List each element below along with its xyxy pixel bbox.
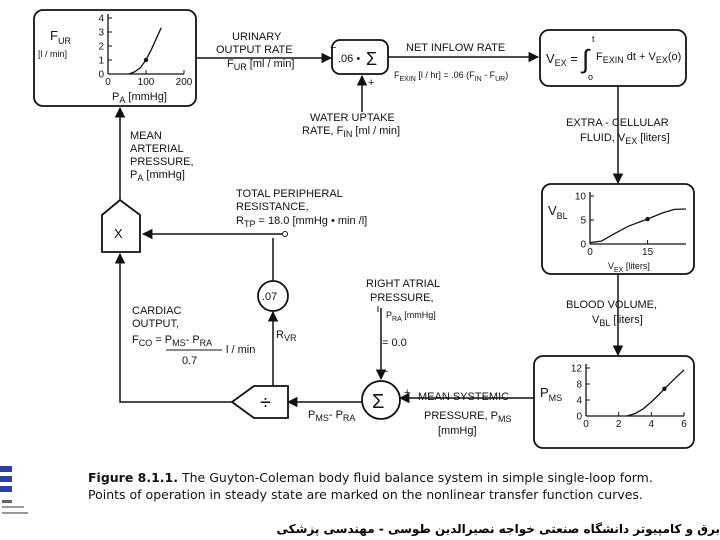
summer-pressure-minus: − xyxy=(382,366,388,378)
y-tick-label: 2 xyxy=(98,42,104,53)
map-label-2: ARTERIAL xyxy=(130,143,184,155)
map-label-4: PA [mmHg] xyxy=(130,169,185,183)
figure-caption: Figure 8.1.1. The Guyton-Coleman body fl… xyxy=(88,469,658,503)
operating-point xyxy=(662,386,667,391)
summer-plus: + xyxy=(368,77,374,89)
y-tick-label: 10 xyxy=(575,192,587,203)
integral-upper: t xyxy=(592,34,595,44)
multiplier-symbol: X xyxy=(114,226,123,241)
university-logo xyxy=(0,466,28,514)
rvr-label: RVR xyxy=(276,329,297,343)
transfer-curve xyxy=(128,27,162,75)
co-units: l / min xyxy=(226,344,255,356)
x-tick-label: 2 xyxy=(616,419,622,430)
y-tick-label: 0 xyxy=(98,70,104,81)
y-tick-label: 1 xyxy=(98,56,104,67)
ecf-label-2: FLUID, VEX [liters] xyxy=(580,132,670,146)
pms-pra-label: PMS- PRA xyxy=(308,409,355,423)
map-label-1: MEAN xyxy=(130,130,162,142)
integral-lower: o xyxy=(588,72,593,82)
multiplier-block xyxy=(101,198,141,253)
x-tick-label: 6 xyxy=(681,419,687,430)
tpr-label-3: RTP = 18.0 [mmHg • min /l] xyxy=(236,215,367,229)
y-tick-label: 0 xyxy=(576,412,582,423)
vbl-xunit: VEX [liters] xyxy=(608,261,650,274)
cardiac-output-arrow xyxy=(114,252,232,403)
x-tick-label: 200 xyxy=(176,77,193,88)
vbl-chart: 0 15 0 5 10 xyxy=(575,192,687,258)
rap-value: = 0.0 xyxy=(382,337,407,349)
x-tick-label: 0 xyxy=(587,247,593,258)
footer-banner: برق و کامپیوتر دانشگاه صنعتی خواجه نصیرا… xyxy=(276,522,720,536)
transfer-curve xyxy=(626,369,685,417)
tpr-label-1: TOTAL PERIPHERAL xyxy=(236,188,343,200)
fur-xunit: PA [mmHg] xyxy=(112,91,167,105)
x-tick-label: 0 xyxy=(105,77,111,88)
divider-block xyxy=(230,385,289,419)
y-tick-label: 12 xyxy=(571,364,583,375)
figure-label: Figure 8.1.1. xyxy=(88,470,179,485)
pms-chart: 0 2 4 6 0 4 8 12 xyxy=(571,364,687,431)
vbl-block xyxy=(541,183,695,275)
net-inflow-label: NET INFLOW RATE xyxy=(406,42,505,54)
x-tick-label: 0 xyxy=(583,419,589,430)
x-tick-label: 15 xyxy=(642,247,654,258)
summer-gain: .06 • xyxy=(338,53,360,65)
mean-systemic-label-2: PRESSURE, PMS xyxy=(424,410,511,424)
vex-integrator-lhs: VEX = xyxy=(546,51,578,68)
vex-integrator-rhs: FEXIN dt + VEX(o) xyxy=(596,51,681,65)
water-label-1: WATER UPTAKE xyxy=(310,112,395,124)
rap-label-2: PRESSURE, xyxy=(370,292,434,304)
map-label-3: PRESSURE, xyxy=(130,156,194,168)
ecf-label-1: EXTRA - CELLULAR xyxy=(566,117,669,129)
co-label-2: OUTPUT, xyxy=(132,318,179,330)
co-label-4: 0.7 xyxy=(182,355,197,367)
summer-minus: − xyxy=(330,42,336,54)
rap-label-1: RIGHT ATRIAL xyxy=(366,278,440,290)
integral-sign: ∫ xyxy=(580,44,591,74)
blood-label-2: VBL [liters] xyxy=(592,314,643,328)
rvr-value: .07 xyxy=(262,291,277,303)
y-tick-label: 4 xyxy=(576,396,582,407)
summer-sigma: Σ xyxy=(366,49,377,69)
fexin-equation: FEXIN [l / hr] = .06 (FIN - FUR) xyxy=(394,70,508,83)
y-tick-label: 8 xyxy=(576,380,582,391)
vbl-ylabel: VBL xyxy=(548,203,568,221)
water-label-2: RATE, FIN [ml / min] xyxy=(302,125,400,139)
pms-ylabel: PMS xyxy=(540,385,562,403)
co-label-1: CARDIAC xyxy=(132,305,182,317)
summer-pressure xyxy=(361,380,401,420)
urinary-label-2: OUTPUT RATE xyxy=(216,44,293,56)
vex-integrator-block xyxy=(539,29,687,87)
operating-point xyxy=(645,216,650,222)
operating-point xyxy=(143,57,149,63)
y-tick-label: 3 xyxy=(98,28,104,39)
y-tick-label: 4 xyxy=(98,14,104,25)
fur-ylabel: FUR xyxy=(50,28,71,46)
tpr-label-2: RESISTANCE, xyxy=(236,201,309,213)
urinary-label-1: URINARY xyxy=(232,31,282,43)
figure-caption-text: The Guyton-Coleman body fluid balance sy… xyxy=(88,470,653,502)
pms-block xyxy=(533,355,695,449)
y-tick-label: 0 xyxy=(580,240,586,251)
y-tick-label: 5 xyxy=(580,216,586,227)
fur-yunits: [l / min] xyxy=(38,49,67,59)
blood-label-1: BLOOD VOLUME, xyxy=(566,299,657,311)
co-label-3: FCO = PMS- PRA xyxy=(132,334,212,348)
x-tick-label: 100 xyxy=(138,77,155,88)
summer-pressure-sigma: Σ xyxy=(372,391,384,413)
rap-label-3: PRA [mmHg] xyxy=(386,310,436,323)
summer-pressure-plus: + xyxy=(404,387,410,399)
transfer-curve xyxy=(589,208,687,244)
tpr-terminal xyxy=(282,231,288,237)
mean-systemic-label-1: MEAN SYSTEMIC xyxy=(418,391,509,403)
x-tick-label: 4 xyxy=(649,419,655,430)
mean-systemic-label-3: [mmHg] xyxy=(438,425,477,437)
urinary-label-3: FUR [ml / min] xyxy=(227,58,294,72)
divider-symbol: ÷ xyxy=(260,392,271,414)
